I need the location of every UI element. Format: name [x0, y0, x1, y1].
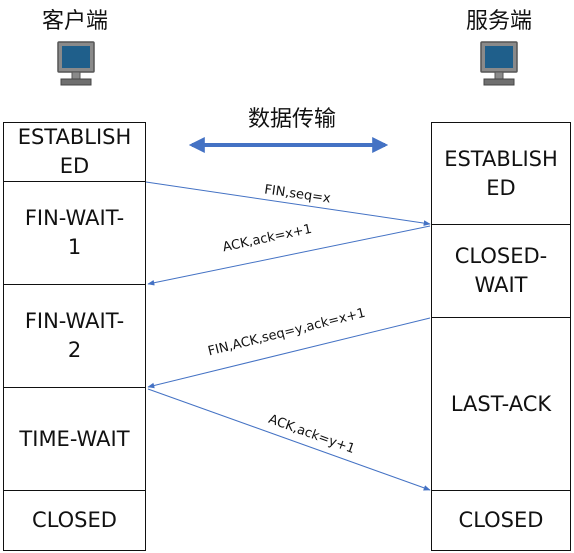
data-transfer-label: 数据传输	[248, 107, 337, 132]
client-title: 客户端	[42, 9, 109, 34]
client-state-fin-wait-2: FIN-WAIT- 2	[3, 284, 146, 388]
arrow-ack-x-plus-1	[147, 225, 431, 286]
server-state-established: ESTABLISH ED	[431, 122, 571, 225]
server-title: 服务端	[466, 9, 533, 34]
client-state-closed: CLOSED	[3, 490, 146, 551]
arrow-ack-y-plus-1	[147, 388, 431, 491]
arrow-fin-seq-x	[145, 181, 431, 226]
arrow-fin-ack-seq-y	[147, 317, 431, 389]
server-state-closed-wait: CLOSED- WAIT	[431, 224, 571, 318]
client-computer-icon	[57, 41, 95, 86]
client-state-fin-wait-1: FIN-WAIT- 1	[3, 181, 146, 285]
server-state-closed: CLOSED	[431, 490, 571, 551]
server-state-last-ack: LAST-ACK	[431, 317, 571, 491]
client-state-time-wait: TIME-WAIT	[3, 387, 146, 491]
server-computer-icon	[480, 41, 518, 86]
